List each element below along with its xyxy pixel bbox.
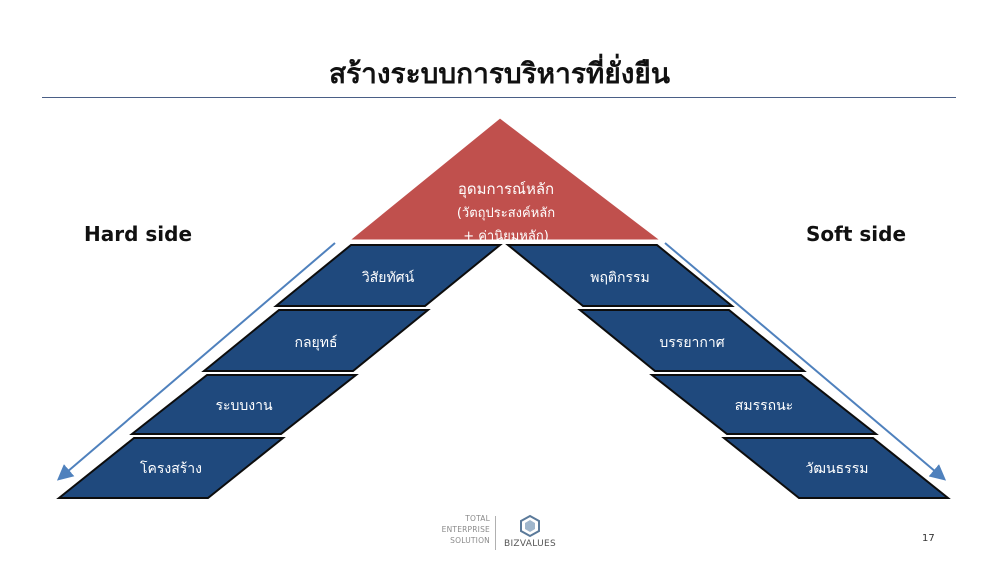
logo-tagline: TOTAL ENTERPRISE SOLUTION bbox=[432, 513, 490, 546]
tagline-line: SOLUTION bbox=[450, 536, 490, 545]
soft-side-layers: พฤติกรรม บรรยากาศ สมรรถนะ วัฒนธรรม bbox=[505, 244, 951, 499]
soft-layer-shape bbox=[721, 437, 951, 499]
footer-logo: TOTAL ENTERPRISE SOLUTION BIZVALUES bbox=[432, 513, 572, 553]
soft-layer-label: สมรรถนะ bbox=[735, 398, 793, 414]
apex-line-3: + ค่านิยมหลัก) bbox=[463, 229, 549, 244]
hard-layer-label: ระบบงาน bbox=[215, 398, 273, 414]
hard-side-arrow bbox=[56, 242, 336, 481]
apex-triangle bbox=[348, 117, 662, 241]
hard-layer-shape bbox=[129, 374, 359, 435]
hard-layer-shape bbox=[201, 309, 431, 372]
hard-layer-shape bbox=[56, 437, 286, 499]
soft-side-label: Soft side bbox=[806, 222, 907, 246]
soft-layer-shape bbox=[649, 374, 879, 435]
hard-layer-label: วิสัยทัศน์ bbox=[362, 269, 415, 286]
title-divider bbox=[42, 97, 956, 98]
soft-layer-label: วัฒนธรรม bbox=[806, 461, 869, 477]
brand-name: BIZVALUES bbox=[504, 539, 556, 549]
bizvalues-logo-icon bbox=[520, 514, 540, 538]
hard-layer-label: โครงสร้าง bbox=[140, 460, 202, 477]
soft-layer-label: บรรยากาศ bbox=[659, 335, 724, 351]
apex-line-2: (วัตถุประสงค์หลัก bbox=[457, 205, 555, 221]
tagline-line: ENTERPRISE bbox=[441, 525, 490, 534]
soft-side-arrow bbox=[664, 242, 947, 481]
hard-layer-shape bbox=[273, 244, 503, 307]
hard-layer-label: กลยุทธ์ bbox=[294, 334, 337, 351]
brand-mark: BIZVALUES bbox=[502, 513, 558, 553]
hard-side-label: Hard side bbox=[84, 222, 193, 246]
logo-divider bbox=[495, 516, 496, 550]
slide-number: 17 bbox=[922, 533, 935, 544]
soft-layer-label: พฤติกรรม bbox=[590, 270, 650, 286]
soft-layer-shape bbox=[505, 244, 735, 307]
soft-layer-shape bbox=[577, 309, 807, 372]
tagline-line: TOTAL bbox=[465, 514, 490, 523]
slide-title: สร้างระบบการบริหารที่ยั่งยืน bbox=[329, 57, 670, 90]
hard-side-layers: วิสัยทัศน์ กลยุทธ์ ระบบงาน โครงสร้าง bbox=[56, 244, 503, 499]
apex-line-1: อุดมการณ์หลัก bbox=[458, 180, 554, 199]
